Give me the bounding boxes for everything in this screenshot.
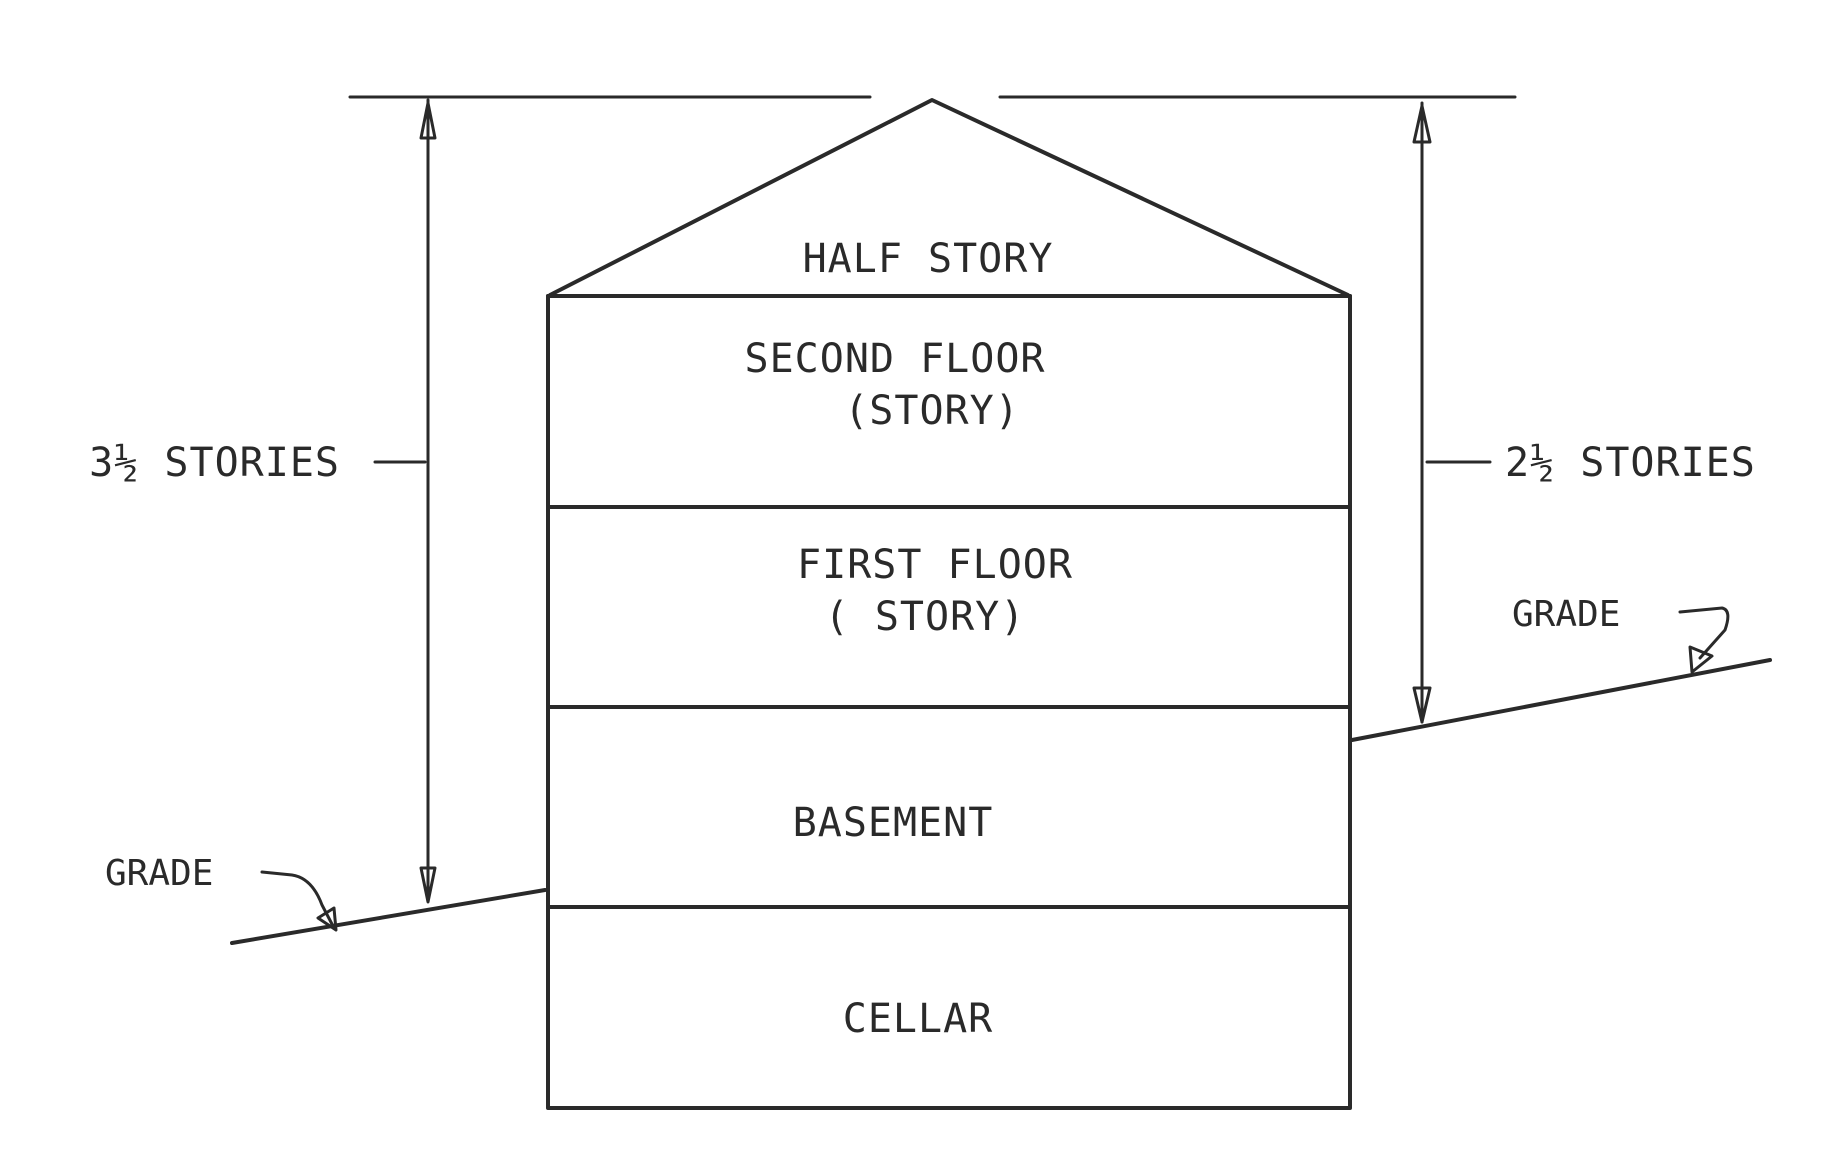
second-floor-story-label: (STORY) xyxy=(844,388,1020,434)
grade-pointer-right-arrowhead xyxy=(1688,645,1714,674)
cellar-label: CELLAR xyxy=(843,996,994,1042)
right-dimension-arrow-top xyxy=(1412,104,1432,144)
grade-pointer-left xyxy=(260,870,335,928)
basement-label: BASEMENT xyxy=(793,800,994,846)
grade-label-left: GRADE xyxy=(105,853,213,894)
left-dimension-label: 3½ STORIES xyxy=(89,440,340,486)
roof-gable xyxy=(548,98,1350,297)
grade-label-right: GRADE xyxy=(1512,594,1620,635)
first-floor-label: FIRST FLOOR xyxy=(797,542,1073,588)
grade-pointer-left-arrowhead xyxy=(316,906,338,932)
first-floor-story-label: ( STORY) xyxy=(825,594,1026,640)
right-dimension-arrow-bottom xyxy=(1412,686,1432,724)
half-story-label: HALF STORY xyxy=(803,236,1054,282)
grade-line-left xyxy=(230,888,547,945)
grade-pointer-right xyxy=(1678,606,1730,660)
right-dimension-label: 2½ STORIES xyxy=(1505,440,1756,486)
grade-line-right xyxy=(1350,658,1772,742)
left-dimension-arrow-bottom xyxy=(419,866,437,904)
second-floor-label: SECOND FLOOR xyxy=(745,336,1046,382)
left-dimension-arrow-top xyxy=(419,101,437,140)
